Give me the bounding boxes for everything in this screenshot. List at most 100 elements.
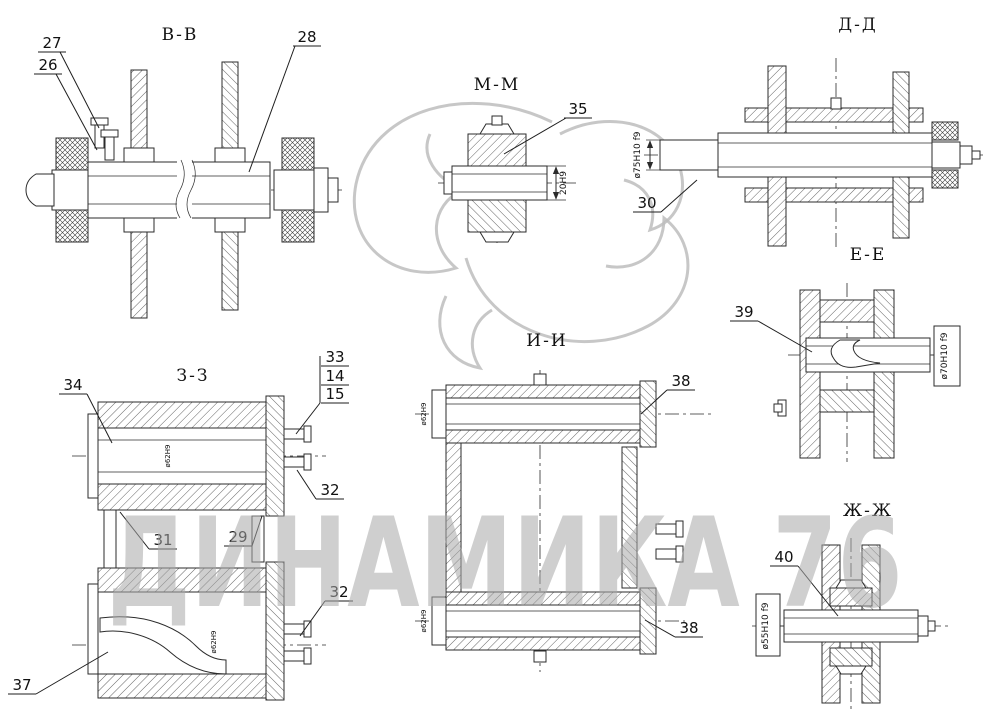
callout-leader-line	[299, 600, 326, 637]
callout-leader-line	[119, 511, 150, 550]
bearing-block	[931, 121, 959, 141]
bolt-head	[303, 453, 312, 471]
housing-band-bottom	[744, 187, 924, 203]
callout-leader-line	[251, 515, 263, 547]
upper-right-flange	[639, 380, 657, 448]
callout-33: 33	[321, 348, 349, 367]
callout-leader-line	[296, 469, 317, 500]
shaft	[805, 337, 931, 373]
gear-hub-lower	[467, 199, 527, 233]
dimension-ii-lower-bore: ø62H9	[420, 610, 428, 633]
gear-hub-lower	[829, 647, 873, 667]
callout-leader-line	[55, 73, 98, 151]
shaft	[717, 132, 933, 178]
section-ee-drawing: ø70H10 f9 Е-Е 39	[730, 245, 961, 462]
callout-32-number: 32	[329, 583, 348, 601]
callout-32-upper: 32	[296, 469, 344, 500]
logo-curve	[464, 214, 690, 343]
lever-horn	[99, 616, 227, 675]
bolt-head	[773, 403, 783, 413]
left-bearing-block	[55, 137, 89, 171]
callout-27-number: 27	[42, 34, 61, 52]
gear-teeth	[479, 231, 515, 243]
section-zhzh-drawing: ø55H10 f9 Ж-Ж 40	[752, 501, 950, 710]
end-nut	[917, 615, 929, 637]
callout-leader-line	[248, 45, 296, 173]
logo-curve	[438, 295, 493, 371]
collar	[123, 147, 155, 163]
section-zz-label: З-З	[177, 366, 210, 386]
callout-14: 14	[321, 367, 349, 386]
left-clevis	[25, 173, 55, 207]
gear-teeth	[835, 665, 867, 675]
callout-37: 37	[8, 651, 109, 695]
section-ii-label: И-И	[526, 331, 567, 351]
callout-38-top: 38	[640, 372, 695, 415]
section-dd-label: Д-Д	[838, 15, 877, 35]
dimension-mm-width: 20H9	[559, 171, 569, 195]
section-ee-label: Е-Е	[850, 245, 887, 265]
callout-29-number: 29	[228, 528, 247, 546]
right-support-plate	[873, 289, 895, 459]
bearing-block	[931, 169, 959, 189]
break-wave	[186, 159, 196, 219]
housing-cap-bottom	[819, 389, 875, 413]
callout-leader-line	[295, 402, 321, 435]
lower-housing-band-bottom	[445, 636, 641, 651]
watermark-text: ДИНАМИКА 76	[108, 492, 903, 636]
end-bolt	[927, 620, 936, 632]
section-vv-label: В-В	[162, 25, 199, 45]
upper-left-cap	[431, 389, 447, 439]
collar	[214, 217, 246, 233]
callout-28-number: 28	[297, 28, 316, 46]
bolt	[533, 373, 547, 386]
lower-right-flange	[639, 587, 657, 655]
left-support-plate	[799, 289, 821, 459]
bolt-head	[675, 545, 684, 563]
section-zhzh-label: Ж-Ж	[843, 501, 893, 521]
callout-39-number: 39	[734, 303, 753, 321]
callout-leader-line	[660, 179, 698, 213]
connector-plate	[251, 515, 265, 563]
bolt	[533, 650, 547, 663]
end-bolt	[971, 150, 981, 160]
section-mm-drawing: 20H9 М-М 35	[438, 75, 592, 244]
callout-leader-line	[503, 117, 567, 155]
section-zz-drawing: ø62H9 ø62H9 З-З 34 33 14 15 32 31	[8, 348, 353, 701]
left-bearing-block	[55, 209, 89, 243]
bolt-head	[303, 647, 312, 665]
callout-30-number: 30	[637, 194, 656, 212]
bolt	[830, 97, 842, 110]
upper-housing-bore	[97, 427, 267, 485]
callout-27: 27	[38, 34, 100, 129]
upper-housing-bore	[445, 397, 641, 431]
bolt-head	[100, 129, 119, 138]
callout-39: 39	[730, 303, 813, 353]
upper-housing-band-top	[97, 401, 267, 429]
bolt	[283, 650, 305, 662]
end-nut	[327, 177, 339, 203]
housing-cap-top	[819, 299, 875, 323]
callout-30: 30	[633, 179, 698, 213]
callout-33-number: 33	[325, 348, 344, 366]
lower-housing-bore	[445, 604, 641, 638]
callout-26: 26	[34, 56, 98, 151]
fork-yoke	[830, 339, 881, 368]
callout-32-lower: 32	[299, 583, 353, 637]
callout-38-bottom: 38	[644, 619, 703, 638]
collar	[123, 217, 155, 233]
callout-leader-line	[644, 619, 676, 638]
bolt	[283, 456, 305, 468]
callout-31-number: 31	[153, 531, 172, 549]
right-hub	[273, 169, 315, 211]
end-journal	[931, 141, 961, 169]
upper-right-flange	[265, 395, 285, 517]
bolt	[104, 135, 115, 161]
collar	[214, 147, 246, 163]
callout-37-number: 37	[12, 676, 31, 694]
lower-housing-band-top	[97, 567, 267, 593]
lower-housing-band-bottom	[97, 673, 267, 699]
section-ii-drawing: ø62H9 ø62H9 И-И 38 38	[415, 331, 712, 672]
upper-housing-band-bottom	[445, 429, 641, 444]
